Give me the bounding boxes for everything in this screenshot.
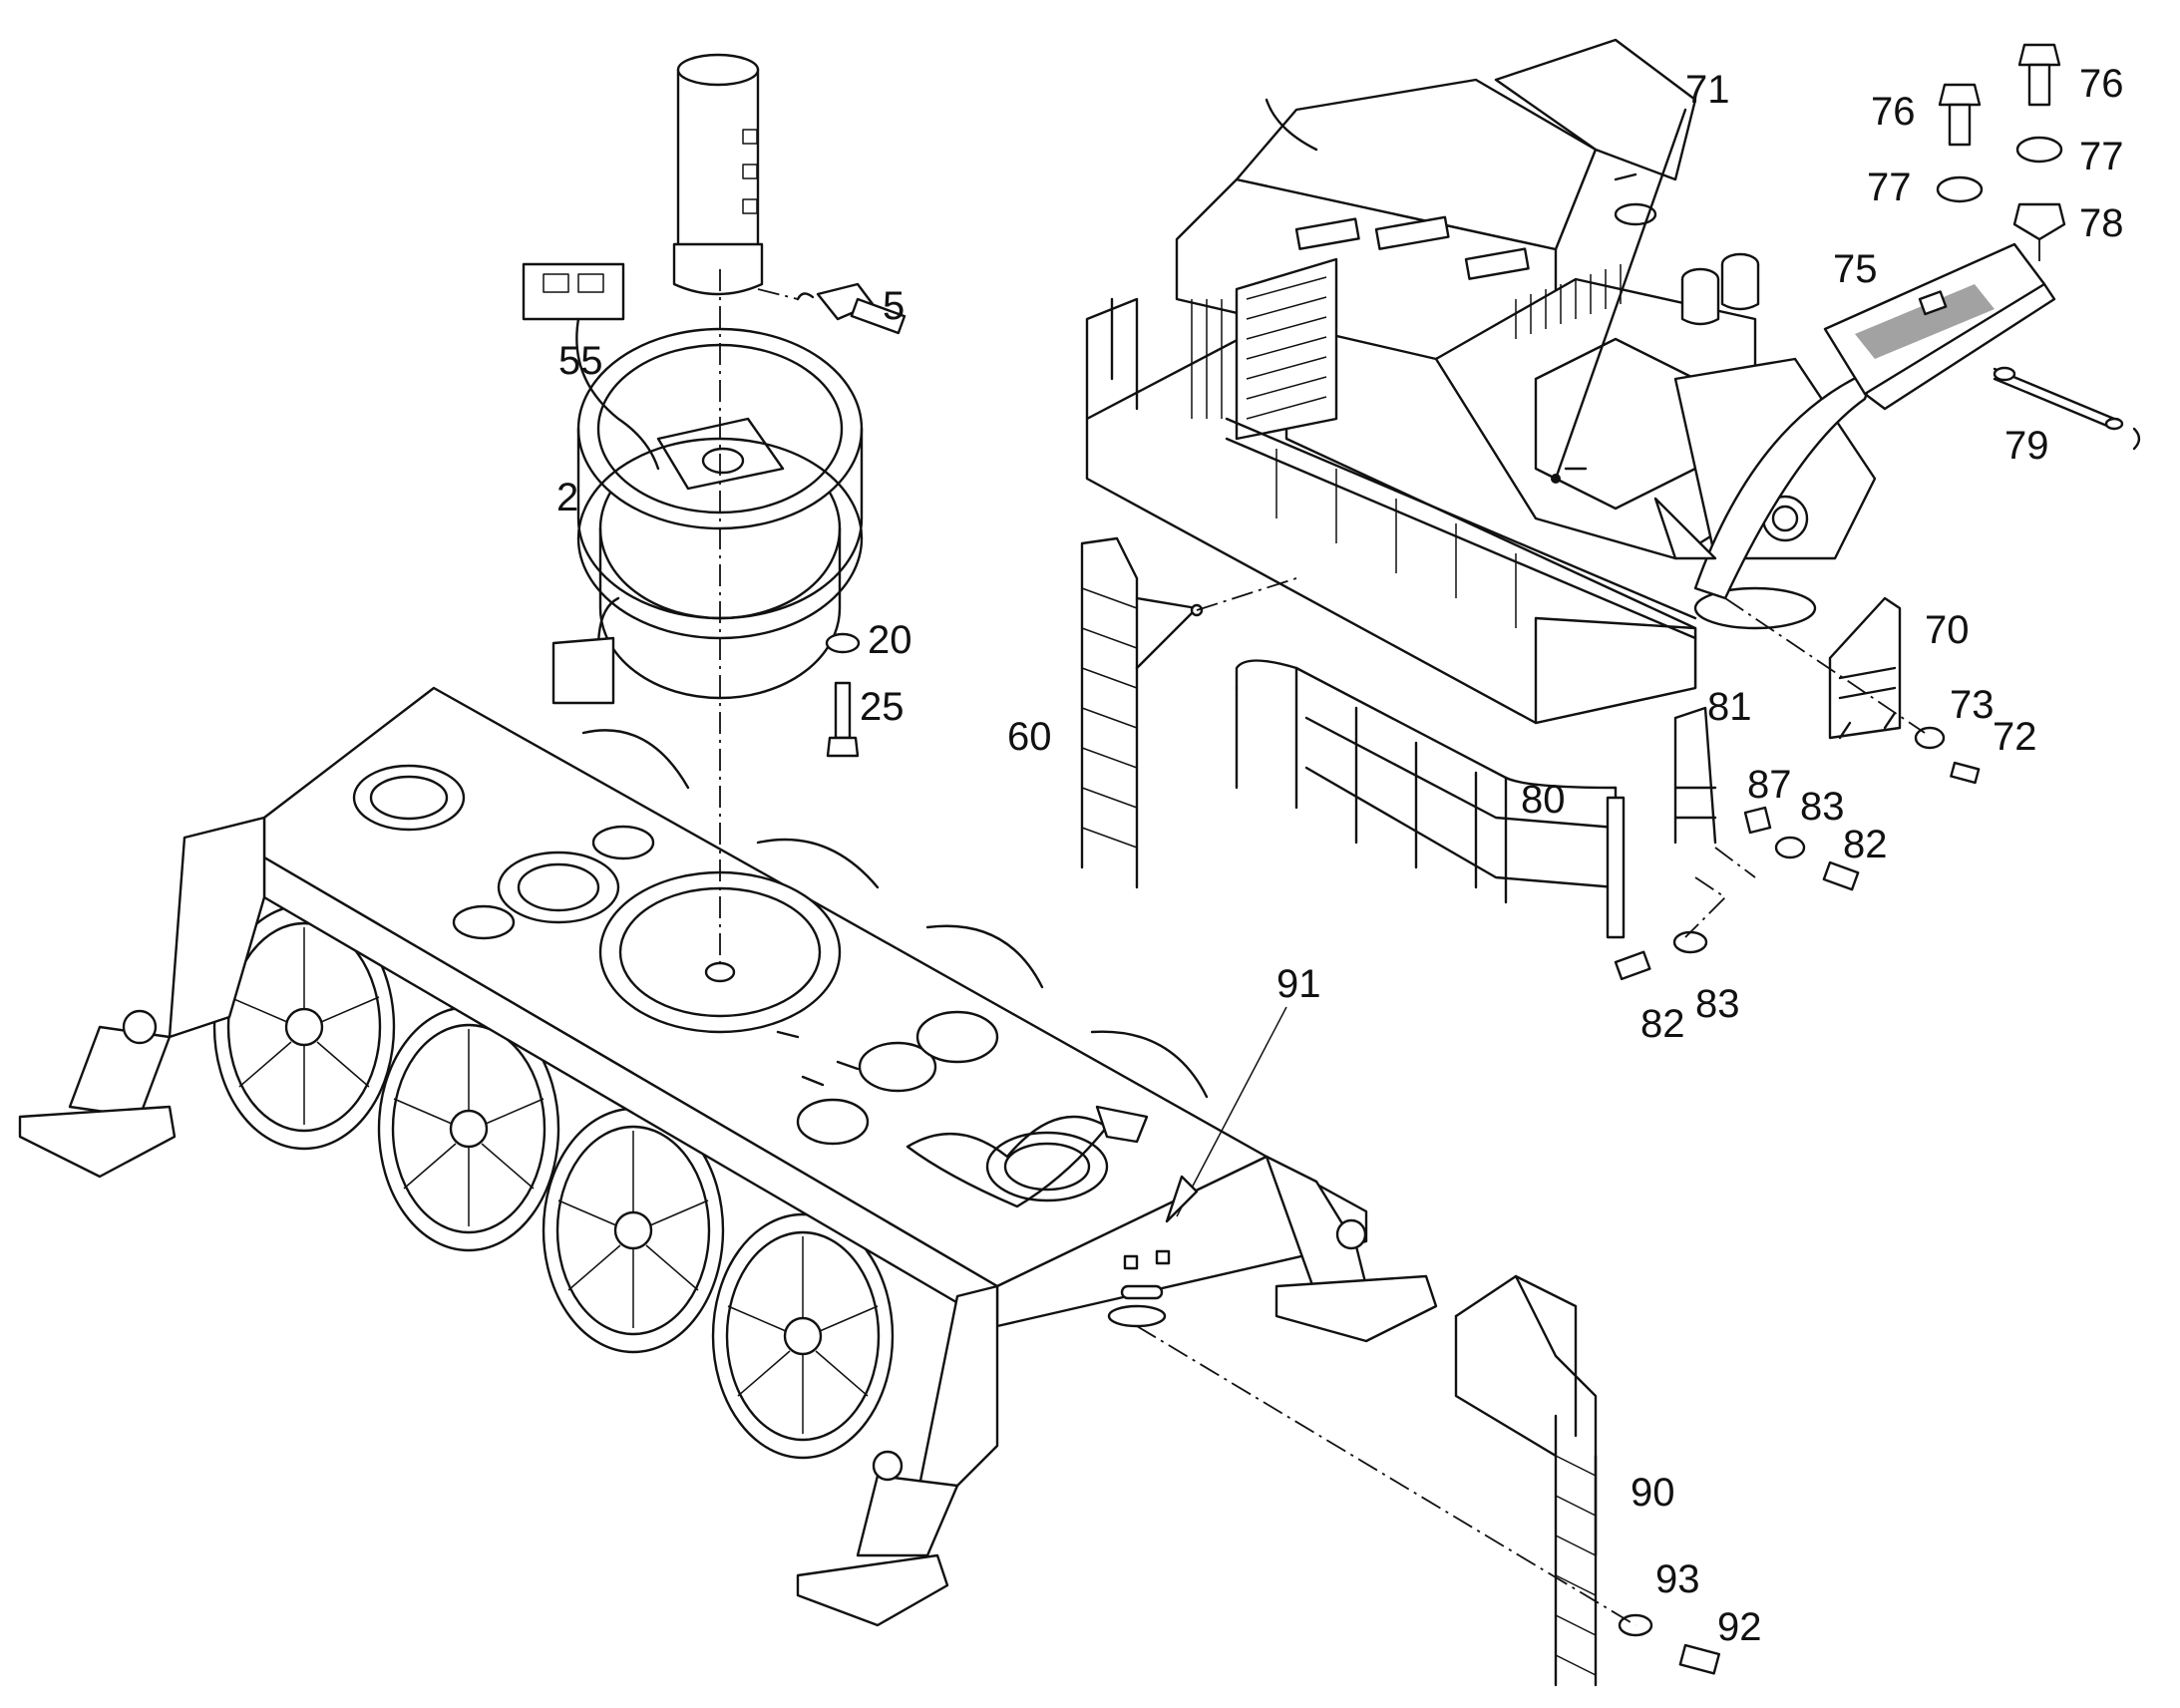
callout-71: 71 [1685, 68, 1730, 112]
callout-2: 2 [556, 476, 578, 519]
railing-80 [1235, 659, 1626, 939]
callout-20: 20 [868, 618, 912, 662]
callout-77-left: 77 [1867, 166, 1912, 209]
callout-79: 79 [2004, 424, 2049, 468]
hardware-92-93 [1618, 1613, 1721, 1675]
callout-25: 25 [860, 685, 905, 729]
callout-82-right: 82 [1843, 823, 1888, 866]
ladder-90 [1454, 1274, 1598, 1687]
wheel-2 [377, 1005, 560, 1252]
hardware-72-73 [1914, 726, 1981, 785]
step-ladder-70 [1828, 596, 1902, 740]
callout-60: 60 [1007, 715, 1052, 759]
bolt-76-left [1936, 83, 1984, 203]
callout-70: 70 [1925, 608, 1970, 652]
callout-5: 5 [883, 284, 905, 328]
rotary-joint [672, 53, 764, 296]
ladder-60 [1080, 536, 1204, 889]
callout-55: 55 [558, 339, 603, 383]
callout-87: 87 [1747, 763, 1792, 807]
callout-81: 81 [1707, 685, 1752, 729]
callout-83-right: 83 [1800, 785, 1845, 829]
callout-75: 75 [1833, 247, 1878, 291]
callout-91: 91 [1276, 962, 1321, 1006]
junction-box-55 [522, 262, 660, 705]
bolt-25 [825, 632, 861, 758]
bolt-76-right [2012, 43, 2066, 241]
callout-76-right: 76 [2079, 62, 2124, 106]
callout-73: 73 [1950, 683, 1995, 727]
callout-labels: 55 2 5 20 25 60 71 70 73 72 75 76 76 77 … [556, 62, 2124, 1649]
callout-82-left: 82 [1640, 1002, 1685, 1046]
callout-77-right: 77 [2079, 135, 2124, 178]
callout-76-left: 76 [1871, 90, 1916, 134]
wheel-4 [711, 1212, 895, 1460]
callout-72: 72 [1993, 715, 2037, 759]
hardware-82-83-87 [1614, 806, 1860, 981]
callout-78: 78 [2079, 201, 2124, 245]
assembly-lines [719, 239, 2040, 1626]
callout-93: 93 [1655, 1557, 1700, 1601]
callout-90: 90 [1631, 1471, 1675, 1515]
cover-75 [1823, 242, 2056, 411]
pin-79 [1993, 366, 2141, 451]
callout-92: 92 [1717, 1605, 1762, 1649]
wheel-1 [212, 903, 396, 1151]
callout-83-left: 83 [1695, 982, 1740, 1026]
uppercarriage-71 [1085, 38, 1877, 725]
wheel-3 [542, 1107, 725, 1354]
handrail-81 [1673, 706, 1717, 845]
sensor-5 [796, 282, 907, 335]
undercarriage-frame [18, 686, 1438, 1627]
callout-80: 80 [1521, 778, 1566, 822]
